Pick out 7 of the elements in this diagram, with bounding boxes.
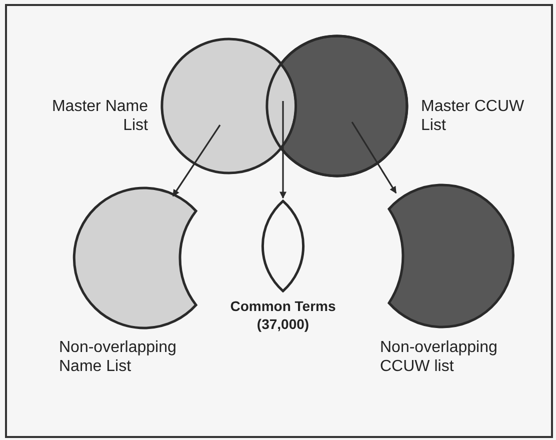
set-label: Master CCUW List [421,97,526,135]
arrow [351,122,397,194]
arrow [172,124,221,197]
set-label: Master Name List [50,97,148,135]
set-label: Common Terms (37,000) [230,297,336,333]
set-label: Non-overlapping CCUW list [380,338,498,376]
set-label: Non-overlapping Name List [59,338,178,376]
